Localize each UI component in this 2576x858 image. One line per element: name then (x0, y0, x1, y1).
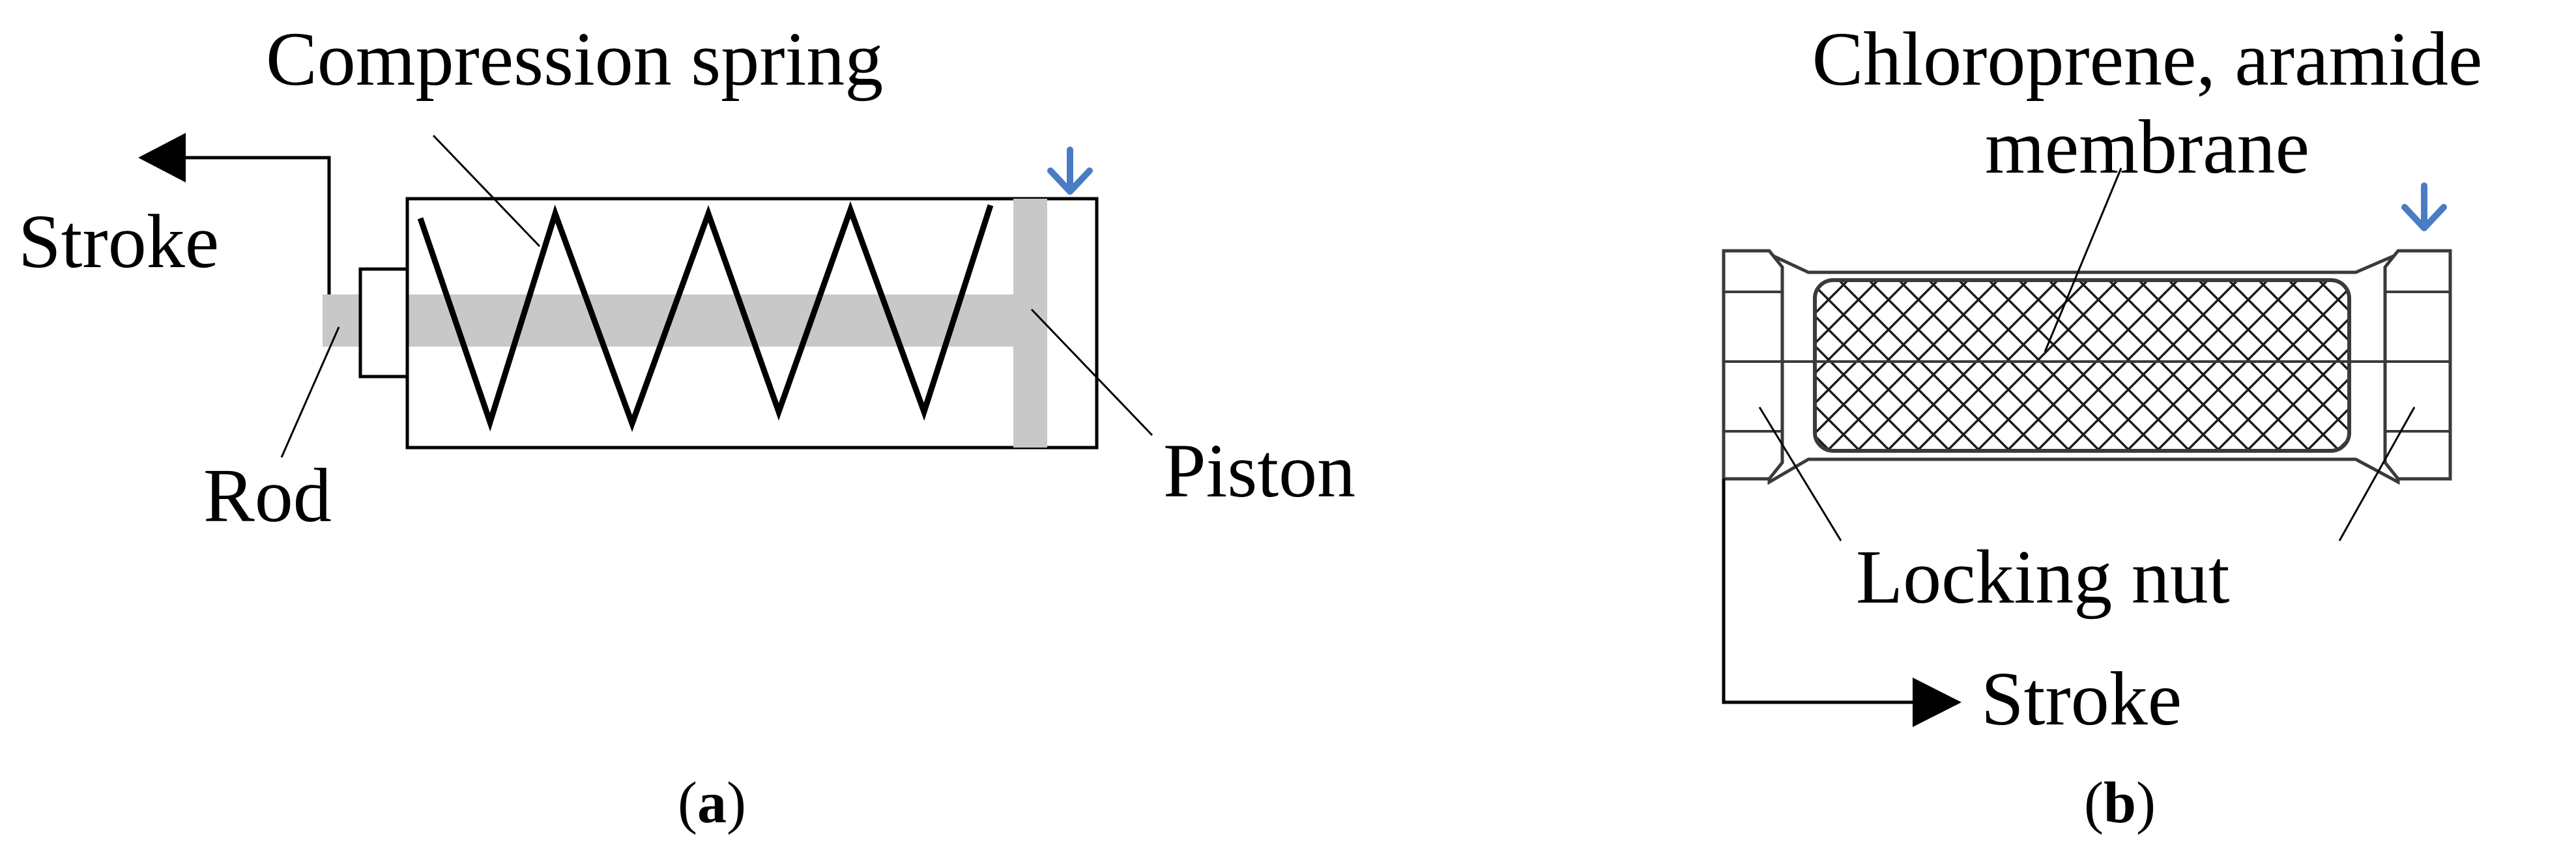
arrow-right-icon (1722, 479, 1961, 727)
locking-nut-left (1722, 249, 1784, 481)
rod-gland (358, 267, 409, 379)
label-locking-nut: Locking nut (1856, 534, 2230, 620)
leader-line-nut-left (1758, 407, 1842, 541)
leader-line-spring (432, 134, 541, 248)
label-membrane-line1: Chloroprene, aramide (1812, 16, 2483, 102)
leader-line-piston (1030, 308, 1153, 436)
compression-spring (417, 201, 994, 433)
label-piston: Piston (1163, 428, 1355, 513)
leader-line-membrane (2044, 167, 2122, 352)
label-stroke-b: Stroke (1981, 656, 2182, 741)
locking-nut-right (2383, 249, 2452, 481)
label-membrane-line2: membrane (1985, 104, 2309, 190)
leader-line-nut-right (2338, 407, 2416, 541)
caption-a: (a) (678, 771, 746, 835)
piston (1013, 199, 1047, 448)
arrow-down-icon (1047, 147, 1093, 195)
membrane-body (1763, 251, 2405, 485)
label-rod: Rod (203, 453, 332, 538)
panel-a: Compression spring Stroke Rod Piston (a) (18, 16, 1355, 835)
caption-b: (b) (2084, 771, 2156, 835)
panel-b: Chloroprene, aramide membrane Locking nu… (1722, 16, 2483, 835)
label-compression-spring: Compression spring (266, 16, 883, 102)
arrow-left-icon (138, 133, 331, 294)
label-stroke-a: Stroke (18, 199, 219, 284)
leader-line-rod (280, 326, 340, 458)
arrow-down-icon (2401, 182, 2447, 231)
